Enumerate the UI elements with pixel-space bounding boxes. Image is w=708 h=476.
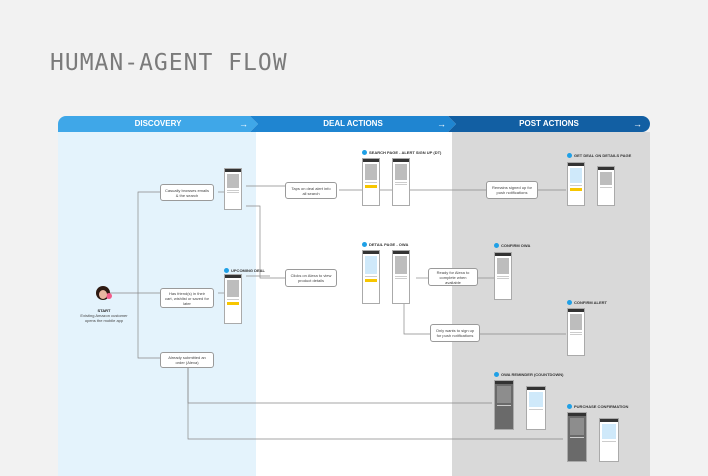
post-actions-header-label: POST ACTIONS — [519, 119, 579, 128]
deal-actions-header: DEAL ACTIONS → — [250, 116, 456, 132]
screen-label-confirm-owa: CONFIRM OWA — [494, 243, 530, 248]
discovery-header-label: DISCOVERY — [134, 119, 182, 128]
screen-label-text: GET DEAL ON DETAILS PAGE — [574, 153, 632, 158]
screen-label-search: SEARCH PAGE - ALERT SIGN UP (DT) — [362, 150, 441, 155]
phone-screen — [392, 250, 410, 304]
dot-icon — [567, 404, 572, 409]
discovery-column — [58, 132, 256, 476]
node-casually-browses: Casually browses emails & the search — [160, 184, 214, 201]
phone-screen — [224, 168, 242, 210]
screen-label-text: PURCHASE CONFIRMATION — [574, 404, 629, 409]
arrow-right-icon: → — [239, 119, 248, 129]
discovery-header: DISCOVERY → — [58, 116, 258, 132]
phone-screen — [362, 250, 380, 304]
screen-label-alert-details: GET DEAL ON DETAILS PAGE — [567, 153, 631, 158]
dot-icon — [362, 242, 367, 247]
connector — [187, 363, 492, 404]
phone-screen — [494, 380, 514, 430]
dot-icon — [362, 150, 367, 155]
node-taps-deal-alert: Taps on deal alert info all search — [285, 182, 337, 199]
start-description: Existing Amazon customer opens the mobil… — [80, 313, 128, 323]
dot-icon — [567, 153, 572, 158]
dot-icon — [224, 268, 229, 273]
deal-actions-header-label: DEAL ACTIONS — [323, 119, 383, 128]
dot-icon — [494, 243, 499, 248]
connector — [246, 205, 285, 279]
phone-screen — [567, 162, 585, 206]
node-clicks-details: Clicks on Alexa to view product details — [285, 269, 337, 287]
screen-label-text: CONFIRM OWA — [501, 243, 531, 248]
phone-screen — [567, 308, 585, 356]
node-ready-for-alexa: Ready for Alexa to complete when availab… — [428, 268, 478, 286]
connector — [187, 368, 563, 440]
node-remains-signed-up: Remains signed up for push notifications — [486, 181, 538, 199]
dot-icon — [567, 300, 572, 305]
phone-screen — [599, 418, 619, 462]
node-already-submitted: Already submitted an order (Alexa) — [160, 352, 214, 368]
arrow-right-icon: → — [437, 119, 446, 129]
connector — [110, 191, 160, 294]
phone-screen — [362, 158, 380, 206]
phone-screen — [224, 274, 242, 324]
screen-label-text: CONFIRM ALERT — [574, 300, 607, 305]
screen-label-detail: DETAIL PAGE - OWA — [362, 242, 408, 247]
phone-screen — [494, 252, 512, 300]
screen-label-reminder: OWA REMINDER (COUNTDOWN) — [494, 372, 564, 377]
connector — [403, 296, 430, 335]
screen-label-text: DETAIL PAGE - OWA — [369, 242, 409, 247]
node-friend-cart: Has friend(s) in their cart, wishlist or… — [160, 288, 214, 308]
page-title: HUMAN-AGENT FLOW — [50, 50, 288, 76]
flow-board: DISCOVERY → DEAL ACTIONS → POST ACTIONS → S… — [58, 116, 650, 476]
arrow-right-icon: → — [633, 119, 642, 129]
screen-label-text: OWA REMINDER (COUNTDOWN) — [501, 372, 564, 377]
flow-connectors — [110, 185, 566, 440]
start-label: START — [97, 308, 111, 313]
phone-screen — [526, 386, 546, 430]
post-actions-header: POST ACTIONS → — [448, 116, 650, 132]
connector — [137, 293, 160, 359]
dot-icon — [494, 372, 499, 377]
screen-label-upcoming: UPCOMING DEAL — [224, 268, 265, 273]
screen-label-confirm-alert: CONFIRM ALERT — [567, 300, 607, 305]
screen-label-text: UPCOMING DEAL — [231, 268, 265, 273]
user-avatar — [96, 286, 112, 300]
screen-label-text: SEARCH PAGE - ALERT SIGN UP (DT) — [369, 150, 442, 155]
phone-screen — [597, 166, 615, 206]
screen-label-purchase: PURCHASE CONFIRMATION — [567, 404, 628, 409]
phone-screen — [392, 158, 410, 206]
phone-screen — [567, 412, 587, 462]
node-wants-push: Only wants to sign up for push notificat… — [430, 324, 480, 342]
